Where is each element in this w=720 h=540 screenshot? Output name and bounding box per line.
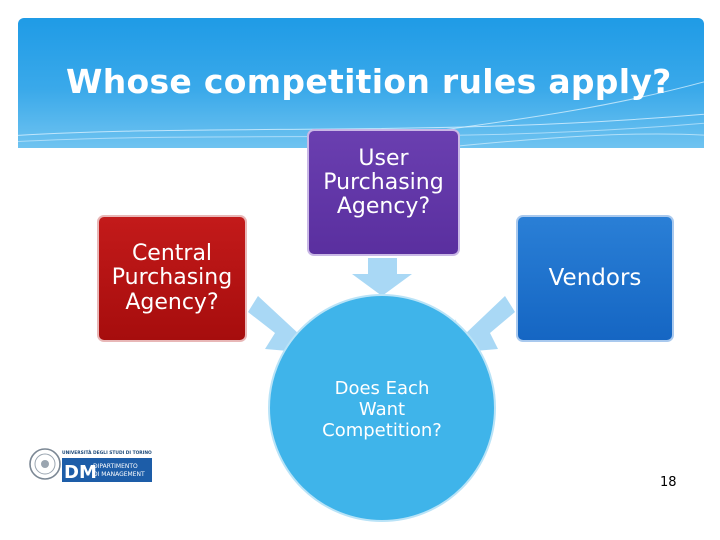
circle-label-line2: Want bbox=[358, 399, 406, 421]
central-purchasing-agency-box: Central Purchasing Agency? bbox=[97, 215, 247, 342]
circle-label-line3: Competition? bbox=[322, 420, 442, 442]
logo-department-line1: DIPARTIMENTO bbox=[93, 463, 138, 470]
user-label-line1: User bbox=[358, 146, 409, 171]
logo-university-text: UNIVERSITÀ DEGLI STUDI DI TORINO bbox=[62, 449, 152, 456]
circle-label-line1: Does Each bbox=[334, 378, 430, 399]
vendors-box: Vendors bbox=[516, 215, 674, 342]
central-label-line1: Central bbox=[131, 241, 213, 267]
user-label-line2: Purchasing bbox=[323, 170, 444, 196]
arrow-user-to-center bbox=[352, 258, 412, 296]
logo-department-line2: DI MANAGEMENT bbox=[93, 471, 145, 478]
vendors-label: Vendors bbox=[548, 264, 642, 291]
user-label-line3: Agency? bbox=[336, 194, 431, 220]
university-logo: UNIVERSITÀ DEGLI STUDI DI TORINO DM DIPA… bbox=[29, 448, 152, 483]
central-label-line2: Purchasing bbox=[111, 265, 233, 291]
competition-question-circle: Does Each Want Competition? bbox=[268, 294, 496, 522]
user-purchasing-agency-box: User Purchasing Agency? bbox=[307, 129, 460, 256]
central-label-line3: Agency? bbox=[125, 289, 219, 315]
slide-title: Whose competition rules apply? bbox=[66, 62, 672, 101]
logo-monogram: DM bbox=[64, 462, 97, 483]
page-number: 18 bbox=[660, 475, 677, 490]
